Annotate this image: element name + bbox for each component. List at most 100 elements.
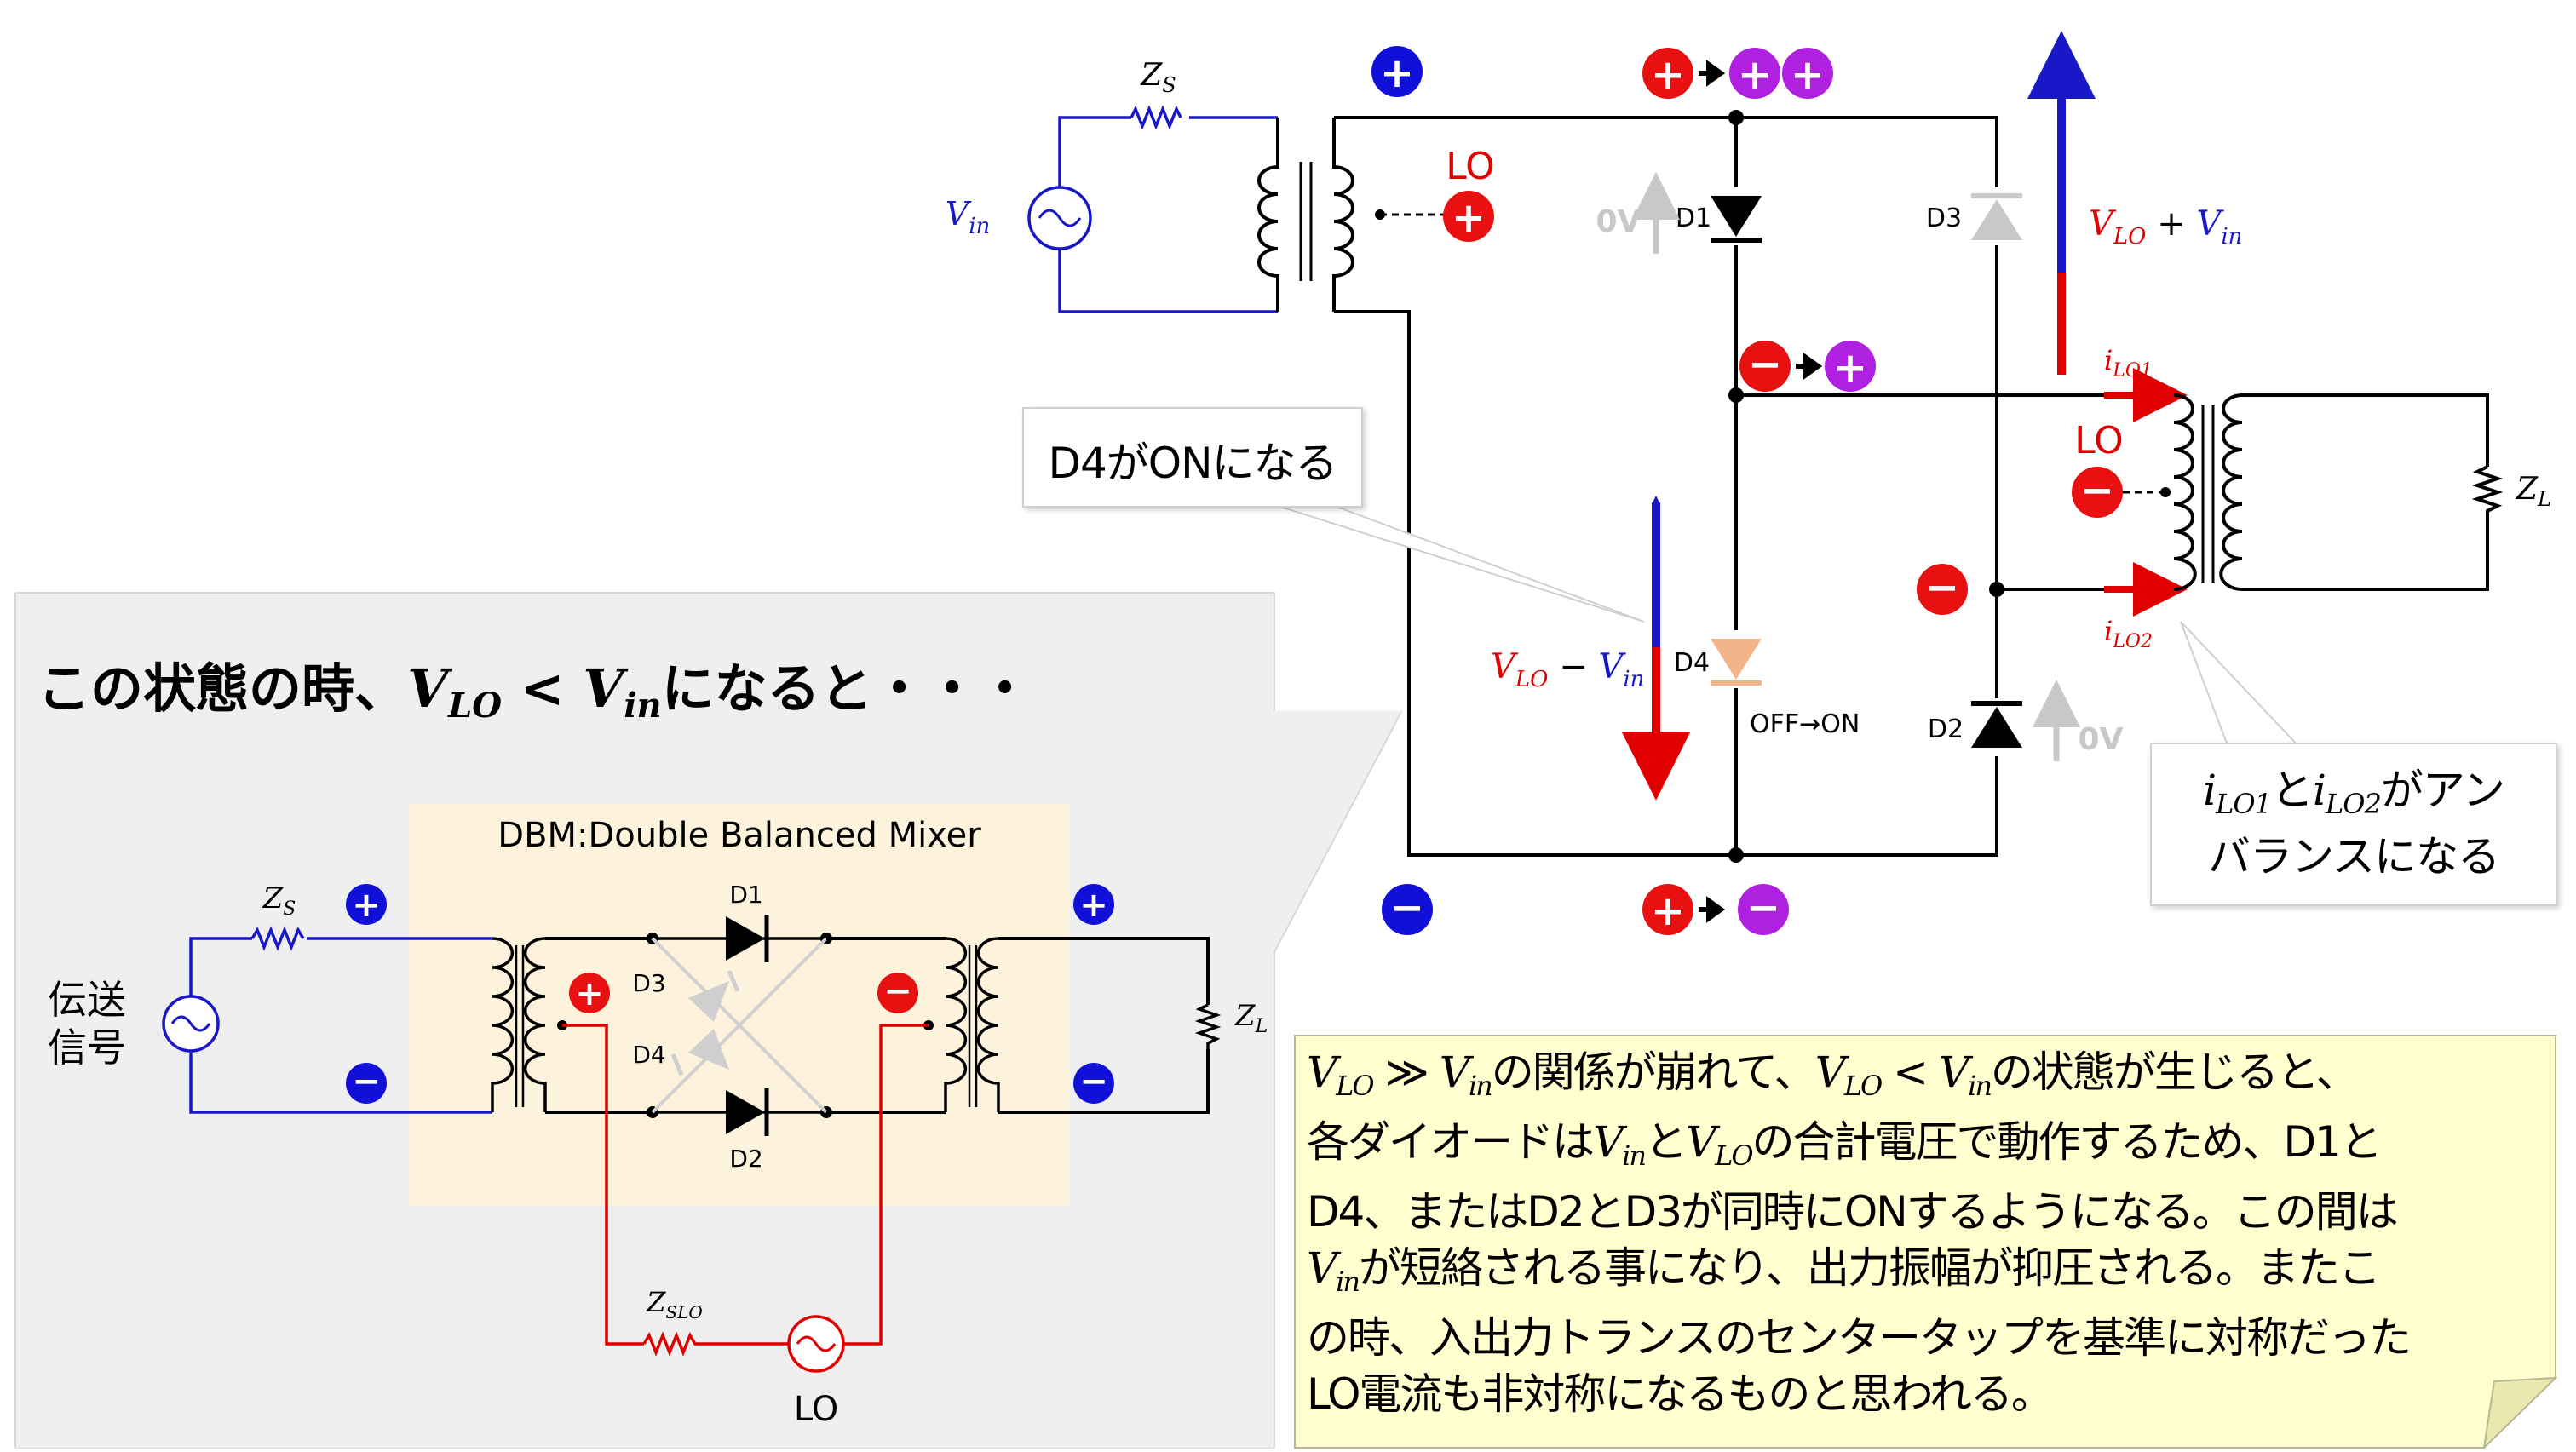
main-input-minus-icon: − [1382, 884, 1433, 935]
svg-text:+: + [1452, 194, 1486, 242]
dbm-d4-diode-icon [670, 1029, 729, 1076]
dbm-input-transformer-icon [491, 937, 547, 1112]
main-circuit: ZS Vin + LO + − [946, 31, 2551, 935]
dbm-circuit: 伝送 信号 ZS + − + [48, 881, 1268, 1429]
top-node-plus-purple-icon-1: + [1729, 48, 1780, 99]
dbm-output-transformer-icon [944, 937, 1000, 1112]
dbm-minus-icon: − [346, 1062, 387, 1104]
svg-text:+: + [1833, 344, 1867, 392]
bottom-node-polarity: + − [1642, 884, 1789, 935]
top-node-arrow-right-icon [1699, 60, 1726, 87]
svg-text:+: + [1651, 887, 1685, 935]
dbm-zs-resistor-icon [250, 926, 305, 951]
dbm-d2-label: D2 [729, 1145, 762, 1173]
main-vin-label: Vin [946, 195, 991, 239]
dbm-lo-source-icon [787, 1315, 845, 1373]
svg-text:+: + [1738, 51, 1772, 99]
dbm-d4-label: D4 [632, 1041, 665, 1069]
main-d2-label: D2 [1928, 715, 1964, 744]
main-zl-label: ZL [2516, 472, 2551, 511]
main-off-on-label: OFF→ON [1750, 709, 1860, 739]
svg-text:+: + [575, 974, 604, 1013]
main-input-transformer-icon [1257, 118, 1354, 312]
main-d3-diode-icon [1971, 187, 2022, 245]
dbm-d3-label: D3 [632, 969, 665, 997]
d4-callout-pointer [1250, 496, 1645, 623]
dbm-out-minus-icon: − [1073, 1062, 1114, 1104]
main-d1-label: D1 [1676, 204, 1711, 233]
main-lo-label-top: LO [1446, 145, 1495, 188]
main-vlo-minus-vin: VLO − Vin [1491, 647, 1644, 692]
bottom-node-plus-red-icon: + [1642, 884, 1693, 935]
mid-node-arrow-right-icon [1796, 353, 1823, 380]
dbm-lo-minus-icon: − [877, 972, 918, 1013]
main-zs-label: ZS [1140, 58, 1176, 97]
note-line-6: LO電流も非対称になるものと思われる。 [1307, 1369, 2054, 1419]
main-ac-source-icon [1027, 186, 1092, 250]
main-zero-v-top: 0V [1596, 204, 1642, 239]
main-zs-resistor-icon [1130, 105, 1182, 130]
main-zero-v-bottom: 0V [2079, 722, 2124, 757]
svg-text:+: + [352, 886, 381, 925]
dbm-source-label-line1: 伝送 [48, 977, 126, 1023]
note-line-4: Vinが短絡される事になり、出力振幅が抑圧される。またこ [1307, 1243, 2381, 1298]
dbm-lo-label: LO [794, 1390, 838, 1429]
d4-on-callout: D4がONになる [1022, 407, 1363, 508]
note-line-2: 各ダイオードはVinとVLOの合計電圧で動作するため、D1と [1307, 1117, 2383, 1172]
dbm-d3-diode-icon [688, 970, 740, 1022]
headline: この状態の時、VLO < Vinになると・・・ [37, 657, 1032, 726]
dbm-zl-resistor-icon [1194, 1003, 1222, 1049]
top-node-polarity: + + + [1642, 48, 1833, 99]
svg-text:+: + [1380, 49, 1414, 97]
dbm-block [409, 804, 1070, 1206]
svg-text:+: + [1079, 886, 1108, 925]
unbalance-callout-line1: iLO1とiLO2がアン [2203, 766, 2505, 820]
main-input-plus-icon: + [1371, 46, 1423, 97]
dbm-source-label-line2: 信号 [48, 1024, 126, 1070]
mid-node-plus-purple-icon: + [1825, 341, 1876, 392]
note-line-3: D4、またはD2とD3が同時にONするようになる。この間は [1307, 1187, 2399, 1237]
d4-on-callout-text: D4がONになる [1048, 439, 1337, 488]
svg-text:−: − [883, 972, 912, 1011]
dbm-zslo-label: ZSLO [646, 1286, 703, 1323]
note-text: VLO ≫ Vinの関係が崩れて、VLO < Vinの状態が生じると、 各ダイオ… [1307, 1044, 2550, 1422]
main-vlo-plus-vin: VLO + Vin [2089, 204, 2242, 250]
main-d3-label: D3 [1926, 204, 1962, 233]
d2-node-minus-red-icon: − [1917, 564, 1968, 615]
bottom-node-arrow-right-icon [1699, 896, 1726, 923]
main-d4-label: D4 [1674, 648, 1710, 678]
svg-text:+: + [1791, 51, 1825, 99]
dbm-zs-label: ZS [262, 881, 296, 920]
dbm-d1-label: D1 [729, 881, 762, 909]
svg-text:−: − [1925, 564, 1959, 611]
svg-text:−: − [1390, 884, 1424, 932]
svg-text:−: − [1746, 884, 1780, 932]
note-line-5: の時、入出力トランスのセンタータップを基準に対称だった [1307, 1313, 2412, 1363]
top-node-plus-purple-icon-2: + [1782, 48, 1833, 99]
mid-node-minus-red-icon: − [1739, 341, 1791, 392]
dbm-zslo-resistor-icon [642, 1331, 792, 1357]
main-d4-diode-icon [1711, 630, 1762, 688]
svg-text:+: + [1651, 51, 1685, 99]
note-box [1294, 1035, 2558, 1450]
main-d1-diode-icon [1711, 187, 1762, 245]
bottom-node-minus-purple-icon: − [1738, 884, 1789, 935]
unbalance-callout-pointer [2180, 621, 2303, 749]
dbm-ac-source-icon [162, 995, 220, 1053]
svg-text:−: − [2080, 467, 2114, 514]
svg-text:−: − [1079, 1062, 1108, 1101]
note-line-1: VLO ≫ Vinの関係が崩れて、VLO < Vinの状態が生じると、 [1307, 1047, 2359, 1102]
top-node-plus-red-icon: + [1642, 48, 1693, 99]
unbalance-callout: iLO1とiLO2がアン バランスになる [2150, 743, 2557, 906]
main-d2-diode-icon [1971, 698, 2022, 756]
dbm-title: DBM:Double Balanced Mixer [497, 816, 981, 855]
mid-node-polarity: − + [1739, 341, 1876, 392]
main-lo-label-right: LO [2074, 419, 2124, 462]
dbm-lo-plus-icon: + [569, 973, 610, 1013]
svg-text:−: − [1748, 341, 1782, 388]
dbm-d1-diode-icon [726, 915, 769, 962]
unbalance-callout-line2: バランスになる [2208, 832, 2500, 881]
main-output-transformer-icon [2173, 393, 2243, 591]
